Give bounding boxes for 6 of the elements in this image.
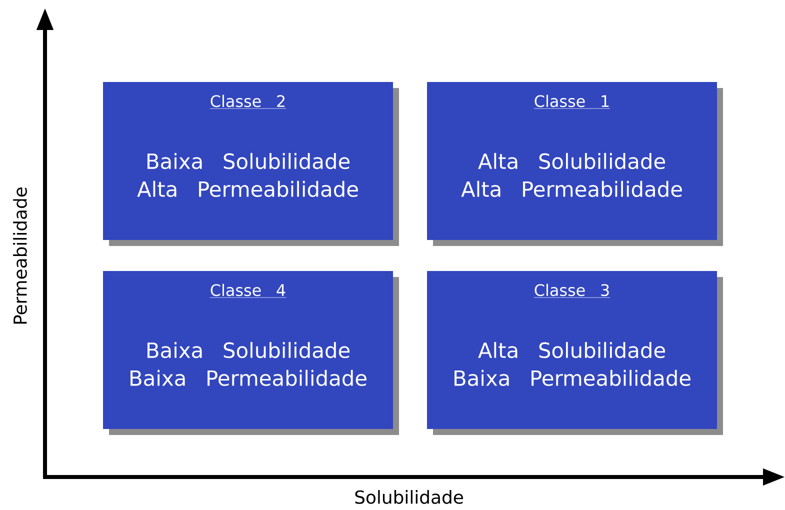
class-box: Classe 3 Alta Solubilidade Baixa Permeabilidade <box>427 270 723 435</box>
class-box: Classe 4 Baixa Solubilidade Baixa Permeabilidade <box>103 270 399 435</box>
class-box: Classe 1 Alta Solubilidade Alta Permeabilidade <box>427 82 723 246</box>
class-box: Classe 2 Baixa Solubilidade Alta Permeabilidade <box>103 82 399 246</box>
axis-label: Solubilidade <box>355 490 463 504</box>
axis-label: Permeabilidade <box>13 187 27 324</box>
